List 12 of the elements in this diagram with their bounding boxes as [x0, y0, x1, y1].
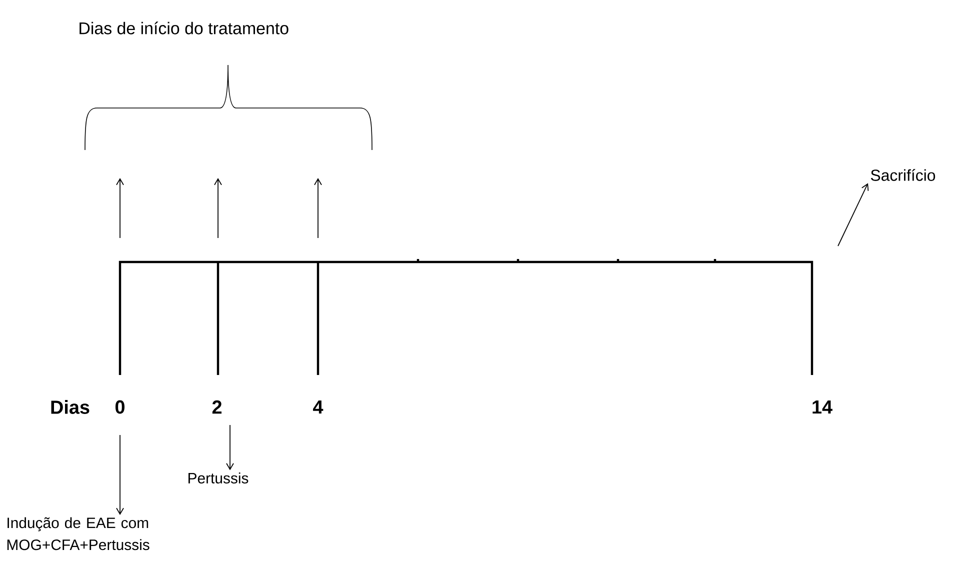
text-label: Sacrifício: [870, 169, 936, 181]
day-label: Dias: [51, 400, 90, 414]
arrow: [838, 183, 869, 246]
text-label: Indução de EAE com MOG+CFA+Pertussis: [7, 517, 150, 550]
day-label: 14: [812, 400, 832, 414]
text-label: Dias de início do tratamento: [80, 22, 288, 34]
text-label: Pertussis: [188, 472, 248, 484]
day-label: 2: [212, 400, 222, 414]
arrow: [226, 424, 234, 470]
day-label: 4: [313, 400, 324, 414]
day-label: 0: [116, 400, 124, 414]
arrow: [116, 434, 124, 515]
